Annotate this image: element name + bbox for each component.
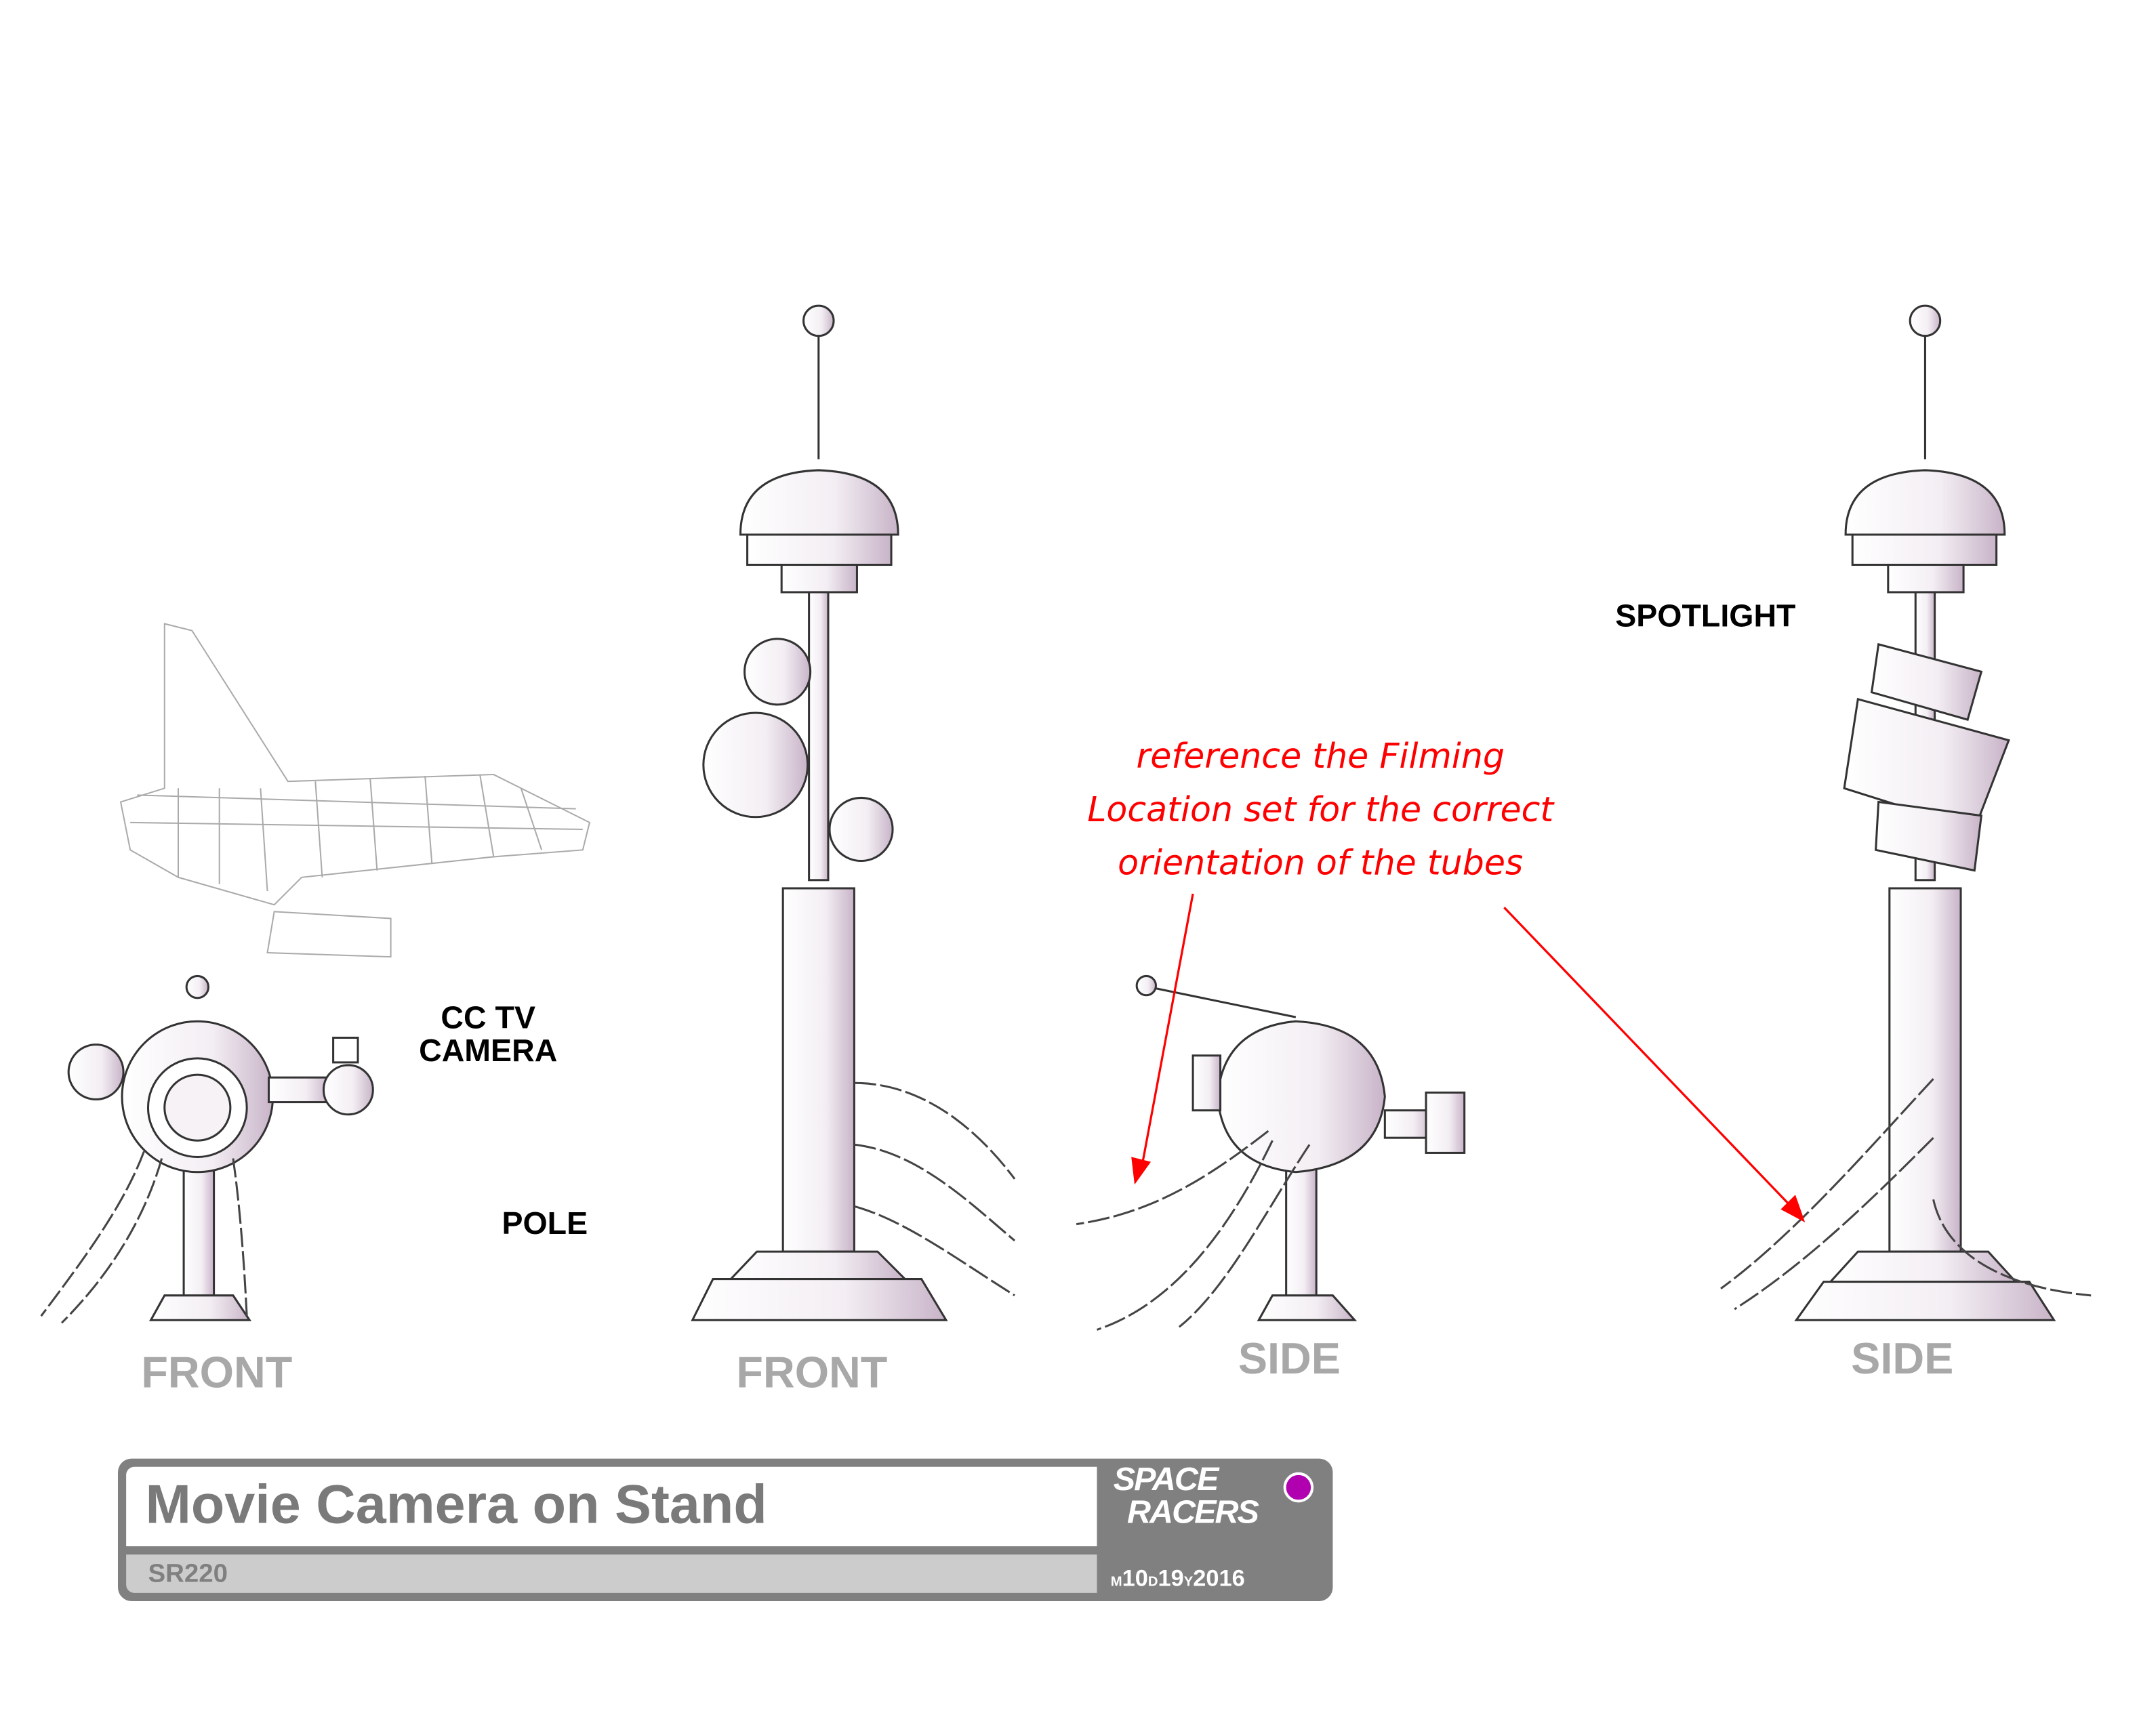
logo-line-2: RACERS [1126,1494,1259,1531]
month: 10 [1122,1565,1148,1592]
title-block: Movie Camera on Stand SR220 SPACE RACERS… [117,1458,1333,1601]
title-box: Movie Camera on Stand [126,1466,1097,1547]
cctv-camera-side [1076,974,1466,1331]
year: 2016 [1193,1565,1245,1592]
cctv-label-line-1: CC TV [441,999,536,1035]
sheet-code: SR220 [148,1560,228,1589]
day-label: D [1147,1575,1158,1590]
code-box: SR220 [126,1554,1097,1593]
space-racers-logo: SPACE RACERS [1114,1464,1278,1552]
annotation-line: reference the Filming [1136,736,1505,777]
pole-side [1720,304,2092,1321]
front-pole-view-label: FRONT [736,1347,888,1397]
cctv-label-line-2: CAMERA [419,1032,558,1068]
year-label: Y [1183,1575,1194,1590]
sheet-title: Movie Camera on Stand [145,1474,767,1535]
status-dot [1283,1472,1314,1503]
sheet-date: M10D19Y2016 [1111,1565,1245,1592]
cctv-camera-front [40,974,374,1324]
spaceship-wireframe [119,623,591,958]
annotation-line: orientation of the tubes [1118,843,1524,883]
cctv-camera-label: CC TV CAMERA [406,1001,571,1067]
month-label: M [1110,1575,1122,1590]
red-annotation-note: reference the Filming Location set for t… [1032,729,1608,890]
day: 19 [1158,1565,1184,1592]
side-pole-view-label: SIDE [1851,1334,1954,1384]
logo-line-1: SPACE [1113,1461,1219,1499]
annotation-line: Location set for the correct [1087,789,1554,829]
side-camera-view-label: SIDE [1238,1334,1341,1384]
front-camera-view-label: FRONT [141,1347,293,1397]
spotlight-label: SPOTLIGHT [1615,598,1796,634]
pole-front [691,304,1016,1321]
pole-label: POLE [502,1205,588,1241]
annotation-arrows [1131,893,1806,1222]
